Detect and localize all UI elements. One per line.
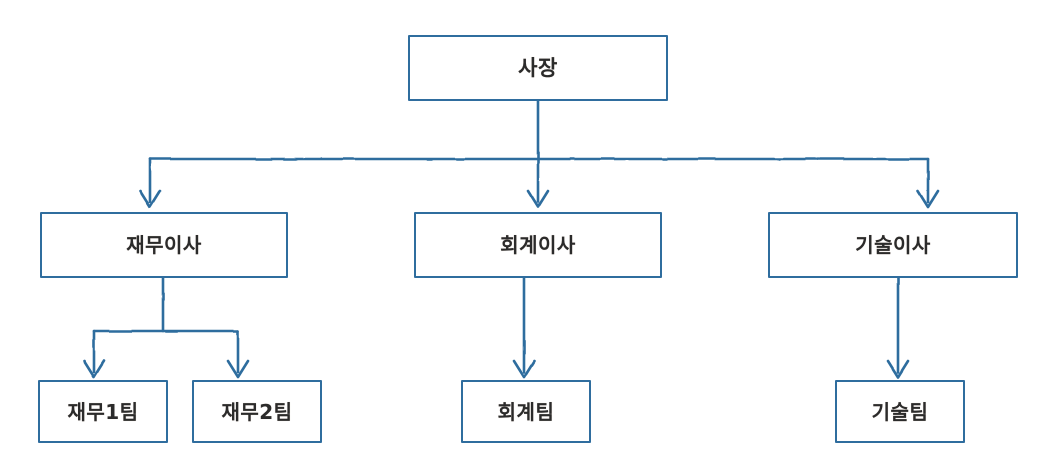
- node-finance-director[interactable]: 재무이사: [40, 212, 288, 278]
- node-accounting-director[interactable]: 회계이사: [414, 212, 662, 278]
- node-finance-team-2-label: 재무2팀: [221, 399, 293, 424]
- node-accounting-director-label: 회계이사: [500, 233, 576, 257]
- arrowhead-accounting-team: [512, 359, 536, 379]
- arrowhead-finance-team-2: [226, 359, 250, 379]
- node-finance-team-1[interactable]: 재무1팀: [38, 380, 168, 443]
- node-technology-director-label: 기술이사: [855, 233, 931, 257]
- arrowhead-accounting: [526, 189, 550, 209]
- node-technology-team-label: 기술팀: [871, 399, 929, 424]
- node-technology-director[interactable]: 기술이사: [768, 212, 1018, 278]
- node-accounting-team-label: 회계팀: [497, 399, 555, 424]
- node-ceo-label: 사장: [518, 55, 558, 80]
- node-technology-team[interactable]: 기술팀: [835, 380, 965, 443]
- arrowhead-technology: [916, 189, 940, 209]
- arrowhead-finance: [138, 189, 162, 209]
- node-accounting-team[interactable]: 회계팀: [461, 380, 591, 443]
- node-ceo[interactable]: 사장: [408, 35, 668, 101]
- node-finance-team-2[interactable]: 재무2팀: [192, 380, 322, 443]
- node-finance-director-label: 재무이사: [126, 233, 202, 257]
- arrowhead-technology-team: [886, 359, 910, 379]
- node-finance-team-1-label: 재무1팀: [67, 399, 139, 424]
- arrowhead-finance-team-1: [82, 359, 106, 379]
